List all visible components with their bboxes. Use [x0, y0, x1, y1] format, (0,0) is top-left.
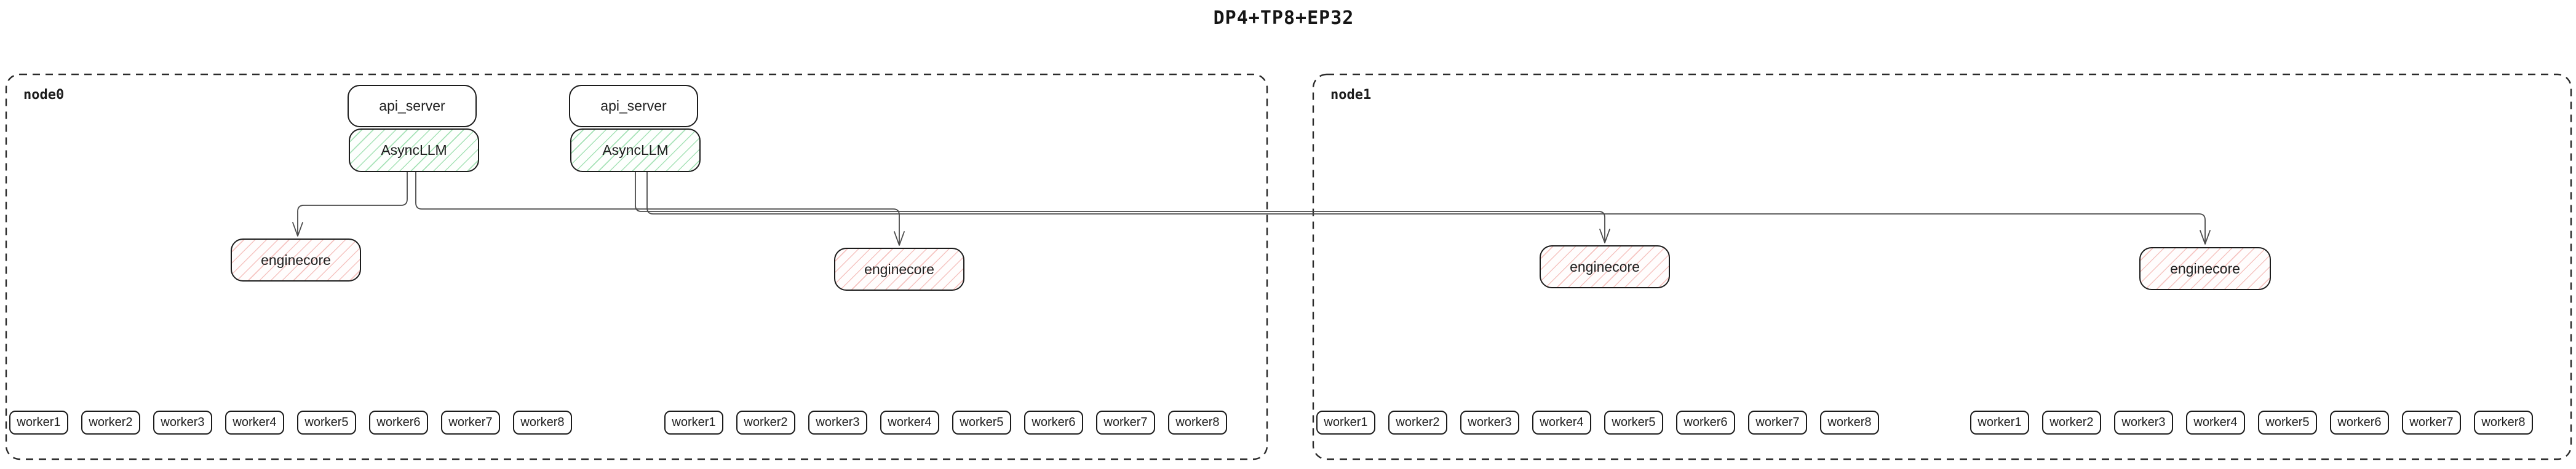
asyncllm-box-1: AsyncLLM: [349, 128, 479, 172]
worker-box: worker4: [2186, 411, 2245, 435]
node0-label: node0: [23, 87, 65, 103]
worker-box: worker5: [952, 411, 1011, 435]
enginecore-box-3: enginecore: [1540, 245, 1670, 288]
worker-box: worker2: [81, 411, 140, 435]
worker-box: worker4: [225, 411, 284, 435]
node0-container: [5, 73, 1268, 460]
worker-box: worker6: [1024, 411, 1083, 435]
arrowhead-enginecore1: [292, 222, 303, 237]
edge-asyncllm1-enginecore2: [415, 171, 900, 245]
worker-box: worker8: [1820, 411, 1879, 435]
api-server-box-2: api_server: [569, 85, 698, 127]
worker-box: worker6: [2330, 411, 2389, 435]
asyncllm-box-2: AsyncLLM: [570, 128, 701, 172]
worker-box: worker6: [369, 411, 428, 435]
worker-box: worker1: [1970, 411, 2029, 435]
worker-box: worker5: [297, 411, 356, 435]
enginecore-box-4: enginecore: [2139, 247, 2271, 290]
worker-box: worker8: [513, 411, 572, 435]
worker-box: worker4: [1532, 411, 1591, 435]
worker-box: worker8: [2474, 411, 2533, 435]
arrowhead-enginecore4: [2200, 230, 2211, 245]
worker-box: worker1: [664, 411, 723, 435]
worker-box: worker6: [1676, 411, 1735, 435]
api-server-box-1: api_server: [348, 85, 477, 127]
edge-asyncllm2-enginecore4: [646, 171, 2206, 244]
enginecore-box-1: enginecore: [231, 238, 361, 282]
worker-box: worker3: [153, 411, 212, 435]
worker-box: worker2: [2042, 411, 2101, 435]
worker-box: worker5: [2258, 411, 2317, 435]
worker-box: worker7: [1096, 411, 1155, 435]
worker-box: worker7: [2402, 411, 2461, 435]
edge-asyncllm1-enginecore1: [297, 171, 408, 236]
worker-group-node0-b: worker1 worker2 worker3 worker4 worker5 …: [664, 411, 1227, 435]
worker-box: worker1: [1316, 411, 1375, 435]
worker-box: worker3: [1460, 411, 1519, 435]
worker-box: worker4: [880, 411, 939, 435]
worker-box: worker1: [9, 411, 68, 435]
worker-box: worker2: [1388, 411, 1447, 435]
worker-group-node0-a: worker1 worker2 worker3 worker4 worker5 …: [9, 411, 572, 435]
arrowhead-enginecore2: [894, 231, 905, 246]
worker-box: worker8: [1168, 411, 1227, 435]
enginecore-box-2: enginecore: [834, 248, 964, 291]
worker-box: worker7: [441, 411, 500, 435]
diagram-title: DP4+TP8+EP32: [1213, 7, 1354, 29]
worker-group-node1-b: worker1 worker2 worker3 worker4 worker5 …: [1970, 411, 2533, 435]
worker-box: worker2: [736, 411, 795, 435]
edge-asyncllm2-enginecore3: [635, 171, 1605, 243]
worker-box: worker7: [1748, 411, 1807, 435]
worker-group-node1-a: worker1 worker2 worker3 worker4 worker5 …: [1316, 411, 1879, 435]
node1-container: [1312, 73, 2572, 460]
worker-box: worker3: [2114, 411, 2173, 435]
worker-box: worker3: [808, 411, 867, 435]
arrowhead-enginecore3: [1599, 229, 1610, 243]
worker-box: worker5: [1604, 411, 1663, 435]
node1-label: node1: [1330, 87, 1372, 103]
